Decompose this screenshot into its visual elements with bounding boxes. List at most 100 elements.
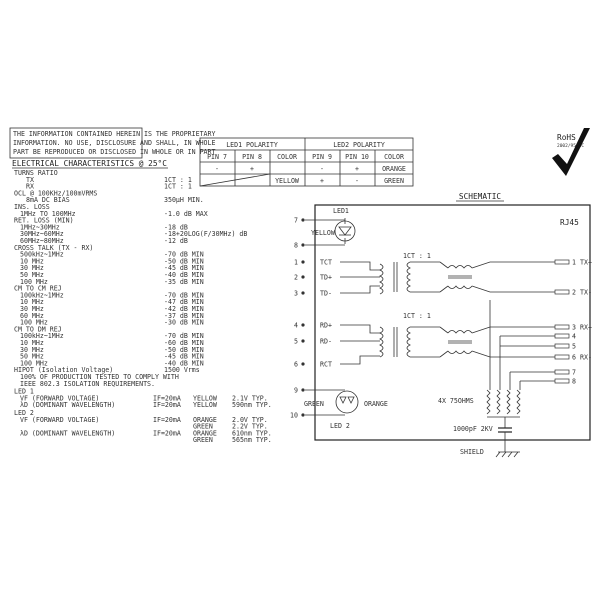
led-table-col-1: PIN 8	[242, 153, 262, 161]
right-pin-number: 1	[572, 259, 576, 267]
led-table-cell: +	[355, 165, 359, 173]
led2-color-b: ORANGE	[364, 400, 388, 408]
elec-row-value: -45 dB MIN	[164, 353, 204, 361]
shield-capacitor: 1000pF 2KV SHIELD	[453, 425, 520, 458]
elec-row-label: HIPOT (Isolation Voltage)	[14, 366, 113, 374]
right-pin-contact	[554, 354, 570, 360]
left-pin-label: TCT	[320, 259, 332, 267]
led1-row-cond: IF=20mA	[153, 394, 181, 402]
left-pin-dot	[301, 218, 305, 222]
elec-row-label: CROSS TALK (TX - RX)	[14, 244, 93, 252]
elec-row-label: RET. LOSS (MIN)	[14, 217, 74, 225]
led-table-col-4: PIN 10	[345, 153, 369, 161]
elec-row-label: 50 MHz	[20, 353, 44, 361]
elec-row-label: OCL @ 100KHz/100mVRMS	[14, 189, 97, 197]
led2-row-label: λD (DOMINANT WAVELENGTH)	[20, 429, 115, 437]
elec-row-label: 10 MHz	[20, 339, 44, 347]
left-pin-number: 8	[294, 242, 298, 250]
elec-row-label: 100kHz~1MHz	[20, 332, 64, 340]
elec-row-label: 8mA DC BIAS	[26, 196, 70, 204]
left-pin-label: RD-	[320, 338, 332, 346]
elec-row-label: CM TO CM REJ	[14, 285, 62, 293]
elec-row-label: 1MHz TO 100MHz	[20, 210, 76, 218]
led2-polarity-header: LED2 POLARITY	[333, 141, 385, 149]
right-pin-contact	[554, 289, 570, 295]
elec-row-value: -60 dB MIN	[164, 339, 204, 347]
right-pin-contact	[554, 333, 570, 339]
elec-row-label: 1MHz~30MHz	[20, 223, 60, 231]
elec-row-label: TX	[26, 176, 34, 184]
checkmark-icon	[552, 128, 590, 176]
left-pin-dot	[301, 275, 305, 279]
right-pin-number: 4	[572, 333, 576, 341]
elec-row-value: 1CT : 1	[164, 176, 192, 184]
schematic-title: SCHEMATIC	[459, 192, 502, 201]
left-pin-dot	[301, 339, 305, 343]
led-table-col-3: PIN 9	[312, 153, 332, 161]
led-table-col-5: COLOR	[384, 153, 404, 161]
led2-row-label: VF (FORWARD VOLTAGE)	[20, 416, 99, 424]
elec-row-value: -37 dB MIN	[164, 312, 204, 320]
led1-section-title: LED 1	[14, 388, 34, 396]
elec-row-label: 100 MHz	[20, 319, 48, 327]
right-pin-contact	[554, 369, 570, 375]
right-pin-label: RX-	[580, 354, 592, 362]
left-pin-number: 6	[294, 361, 298, 369]
shield-label: SHIELD	[460, 448, 484, 456]
elec-row-label: 30 MHz	[20, 264, 44, 272]
elec-row-value: -70 dB MIN	[164, 332, 204, 340]
rohs-sub: 2002/95/EC	[557, 143, 584, 149]
elec-row-label: TURNS RATIO	[14, 169, 58, 177]
led1-row-color: YELLOW	[193, 401, 217, 409]
notice-line-1: THE INFORMATION CONTAINED HEREIN IS THE …	[13, 130, 215, 138]
elec-row-label: RX	[26, 183, 34, 191]
left-pin-number: 10	[290, 412, 298, 420]
right-pin-number: 2	[572, 289, 576, 297]
led-table-cell: +	[320, 177, 324, 185]
tx-transformer: 1CT : 1	[340, 252, 555, 295]
elec-row-value: -40 dB MIN	[164, 359, 204, 367]
elec-row-value: -45 dB MIN	[164, 264, 204, 272]
elec-row-label: 10 MHz	[20, 257, 44, 265]
right-pin-number: 5	[572, 343, 576, 351]
elec-row-label: 100kHz~1MHz	[20, 291, 64, 299]
left-pin-dot	[301, 260, 305, 264]
left-pin-dot	[301, 291, 305, 295]
led2-color-a: GREEN	[304, 400, 324, 408]
elec-row-value: -1.0 dB MAX	[164, 210, 208, 218]
elec-row-value: -50 dB MIN	[164, 346, 204, 354]
elec-row-label: INS. LOSS	[14, 203, 50, 211]
right-pin-contact	[554, 343, 570, 349]
resistor-label: 4X 75OHMS	[438, 397, 474, 405]
right-pin-contact	[554, 324, 570, 330]
rohs-label: RoHS	[557, 133, 576, 142]
elec-row-label: 60 MHz	[20, 312, 44, 320]
left-pin-number: 5	[294, 338, 298, 346]
left-pin-dot	[301, 413, 305, 417]
elec-row-value: 1CT : 1	[164, 183, 192, 191]
connector-label: RJ45	[560, 218, 579, 227]
right-pin-number: 8	[572, 378, 576, 386]
elec-row-label: 60MHz~80MHz	[20, 237, 64, 245]
electrical-characteristics: ELECTRICAL CHARACTERISTICS @ 25°C TURNS …	[12, 159, 272, 444]
led1-row-value: 590nm TYP.	[232, 401, 272, 409]
rx-ratio: 1CT : 1	[403, 312, 431, 320]
led2-row-value: 610nm TYP.	[232, 429, 272, 437]
led-table-cell: -	[355, 177, 359, 185]
elec-row-label: 100 MHz	[20, 278, 48, 286]
led-table-col-2: COLOR	[277, 153, 297, 161]
elec-row-value: -18 dB	[164, 223, 188, 231]
elec-row-label: 100% OF PRODUCTION TESTED TO COMPLY WITH	[20, 373, 179, 381]
elec-row-value: -30 dB MIN	[164, 319, 204, 327]
led2-row-value: 565nm TYP.	[232, 436, 272, 444]
led-table-col-0: PIN 7	[207, 153, 227, 161]
left-pin-dot	[301, 323, 305, 327]
led1-label: LED1	[333, 207, 349, 215]
led1-row-value: 2.1V TYP.	[232, 394, 268, 402]
right-pin-number: 7	[572, 369, 576, 377]
electrical-title: ELECTRICAL CHARACTERISTICS @ 25°C	[12, 159, 167, 168]
elec-row-label: 10 MHz	[20, 298, 44, 306]
elec-row-value: 350μH MIN.	[164, 196, 204, 204]
elec-row-value: -70 dB MIN	[164, 251, 204, 259]
